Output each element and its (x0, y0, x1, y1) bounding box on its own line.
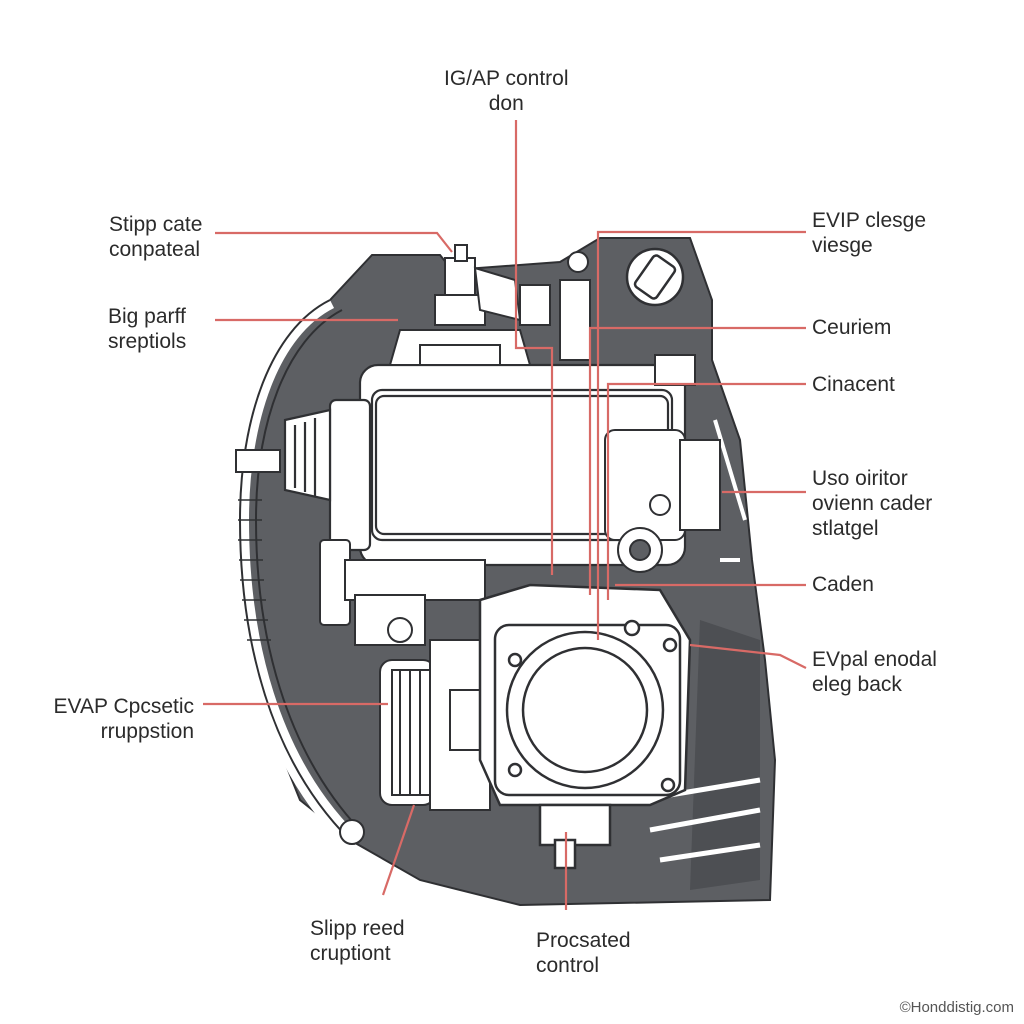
top-valve-assembly (388, 244, 591, 366)
leader-lines (203, 120, 807, 910)
label-left-1-line1: Stipp cate (109, 213, 203, 236)
label-left-2-line1: Big parff (108, 305, 186, 328)
filler-cap (625, 247, 685, 307)
label-left-3-line1: EVAP Cpcsetic (53, 695, 194, 718)
watermark: ©Honddistig.com (899, 999, 1014, 1016)
label-right-1-line2: viesge (812, 234, 873, 257)
label-right-4-line2: ovienn cader (812, 492, 933, 515)
label-left-3-line2: rruppstion (100, 720, 194, 743)
label-right-3-line1: Cinacent (812, 373, 895, 396)
label-right-6: EVpal enodal eleg back (812, 647, 937, 697)
label-bottom-center-line2: control (536, 954, 600, 977)
label-right-2: Ceuriem (812, 315, 891, 340)
label-right-3: Cinacent (812, 372, 895, 397)
label-bottom-left: Slipp reed cruptiont (310, 916, 405, 966)
label-left-1: Stipp cate conpateal (109, 212, 202, 262)
label-bottom-left-line1: Slipp reed (310, 917, 405, 940)
label-left-3: EVAP Cpcsetic rruppstion (46, 694, 194, 744)
label-bottom-left-line2: cruptiont (310, 942, 391, 965)
label-left-1-line2: conpateal (109, 238, 201, 261)
label-right-6-line2: eleg back (812, 673, 902, 696)
label-right-4-line1: Uso oiritor (812, 467, 908, 490)
label-right-2-line1: Ceuriem (812, 316, 892, 339)
label-right-5-line1: Caden (812, 573, 874, 596)
label-top: IG/AP control don (444, 66, 569, 116)
label-right-6-line1: EVpal enodal (812, 648, 937, 671)
coolant-hose (230, 291, 365, 847)
label-left-2-line2: sreptiols (108, 330, 187, 353)
label-top-line1: IG/AP control (444, 67, 569, 90)
label-right-5: Caden (812, 572, 874, 597)
label-right-1-line1: EVIP clesge (812, 209, 927, 232)
label-right-4-line3: stlatgel (812, 517, 879, 540)
label-left-2: Big parff sreptiols (108, 304, 186, 354)
label-top-line2: don (488, 92, 524, 115)
right-side-sensor (604, 354, 721, 573)
label-right-1: EVIP clesge viesge (812, 208, 926, 258)
label-bottom-center-line1: Procsated (536, 929, 631, 952)
throttle-body (478, 583, 692, 870)
label-right-4: Uso oiritor ovienn cader stlatgel (812, 466, 932, 541)
label-bottom-center: Procsated control (536, 928, 631, 978)
